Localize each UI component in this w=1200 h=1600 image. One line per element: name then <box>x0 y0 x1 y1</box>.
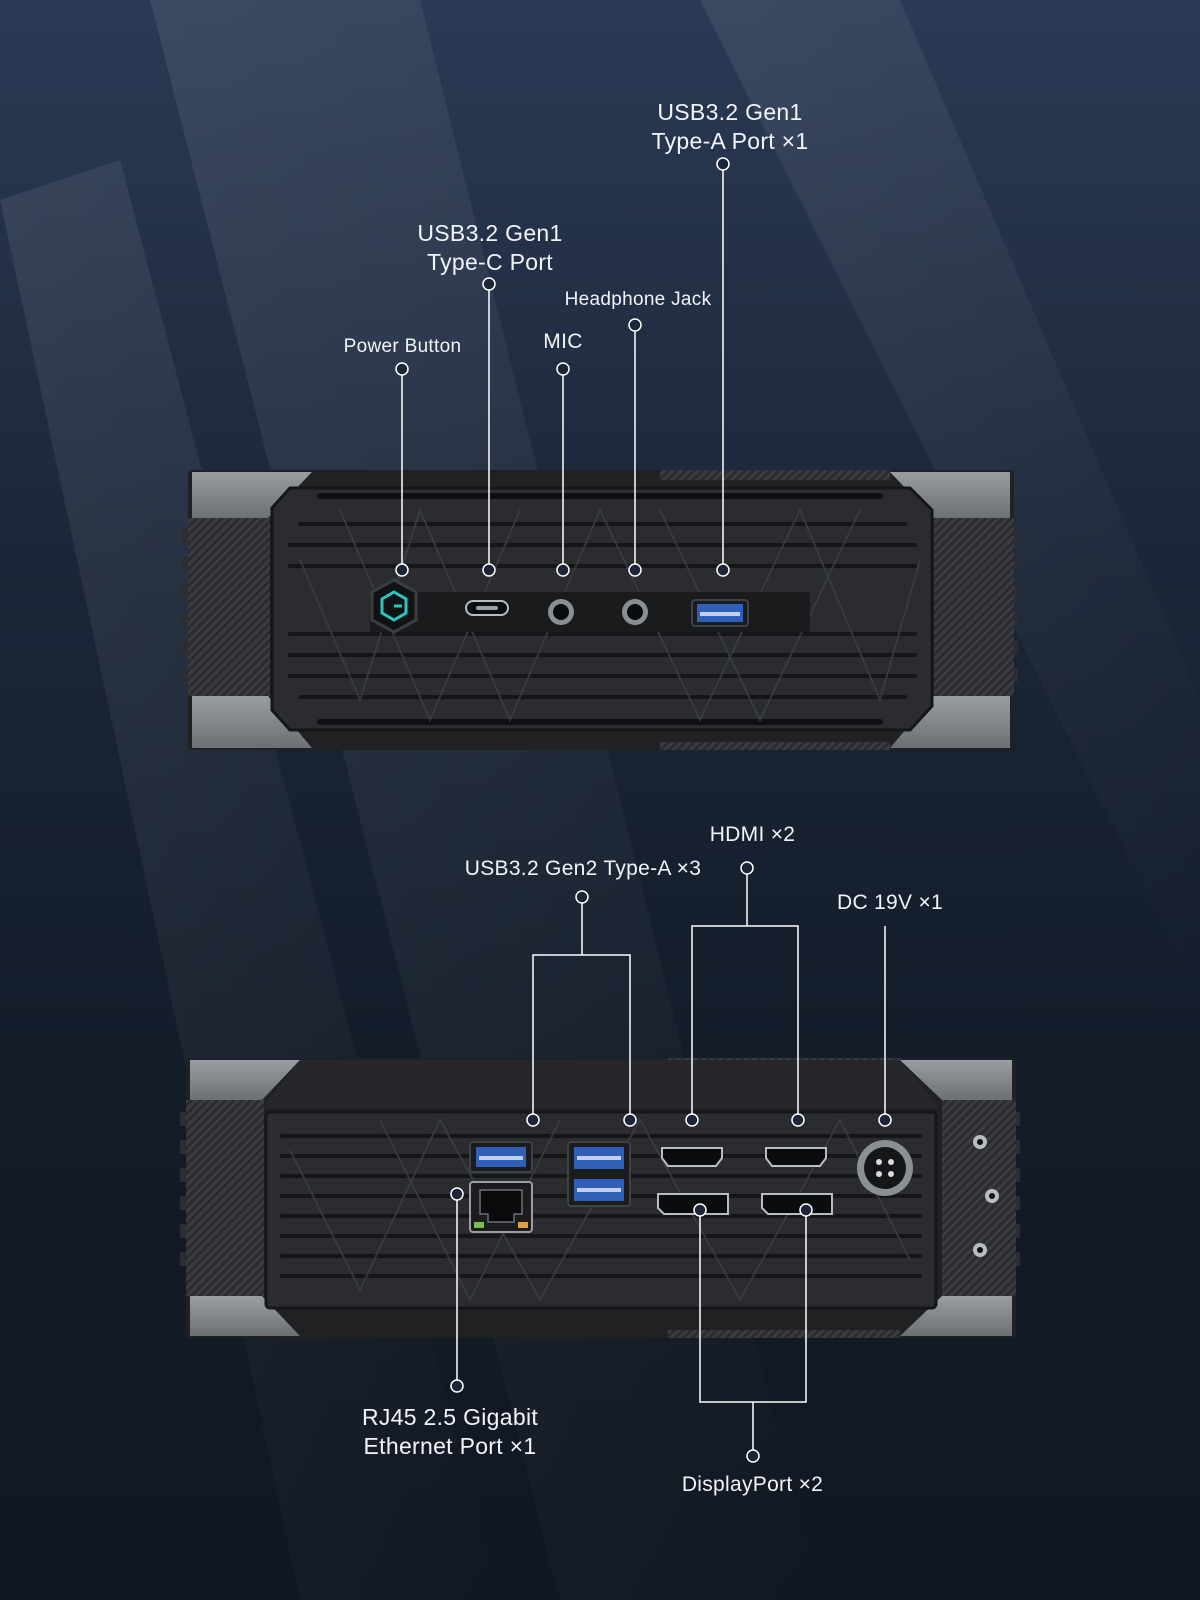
label-usb-gen2: USB3.2 Gen2 Type-A ×3 <box>445 856 721 882</box>
label-line-1: DisplayPort ×2 <box>681 1473 824 1496</box>
headphone-jack[interactable] <box>622 599 648 625</box>
dc-jack-icon <box>876 1159 894 1177</box>
dc-jack[interactable] <box>857 1140 913 1196</box>
displayport-2[interactable] <box>761 1193 833 1215</box>
usb-a-gen1-port[interactable] <box>691 599 749 627</box>
label-line-2: Ethernet Port ×1 <box>363 1432 537 1459</box>
audio-jack-icon <box>627 604 643 620</box>
label-line-1: HDMI ×2 <box>709 823 796 846</box>
rear-callout-dots <box>450 861 892 1463</box>
label-line-1: Headphone Jack <box>564 289 712 310</box>
usb-a-gen2-port-single[interactable] <box>469 1141 533 1173</box>
label-headphone-jack: Headphone Jack <box>548 288 728 312</box>
usb-c-port-icon <box>476 606 498 610</box>
label-dc: DC 19V ×1 <box>820 890 960 916</box>
hdmi-port-icon <box>661 1147 723 1167</box>
label-line-1: DC 19V ×1 <box>836 891 943 914</box>
rj45-port-icon <box>474 1189 528 1228</box>
label-line-1: USB3.2 Gen2 Type-A ×3 <box>464 857 702 880</box>
power-button[interactable] <box>370 578 418 634</box>
displayport-1[interactable] <box>657 1193 729 1215</box>
front-callout-lines <box>395 157 730 577</box>
label-line-2: Type-C Port <box>426 248 553 275</box>
label-usb-c-gen1: USB3.2 Gen1 Type-C Port <box>400 219 580 277</box>
rj45-port[interactable] <box>469 1181 533 1233</box>
label-rj45: RJ45 2.5 Gigabit Ethernet Port ×1 <box>330 1403 570 1461</box>
label-hdmi: HDMI ×2 <box>690 822 815 848</box>
label-line-2: Type-A Port ×1 <box>651 127 809 154</box>
mic-jack[interactable] <box>548 599 574 625</box>
label-line-1: USB3.2 Gen1 <box>657 99 803 125</box>
label-power-button: Power Button <box>320 335 485 359</box>
power-button-icon <box>380 590 408 622</box>
rear-callout-lines <box>456 868 886 1456</box>
front-chassis <box>182 470 1018 750</box>
label-usb-a-gen1: USB3.2 Gen1 Type-A Port ×1 <box>630 98 830 156</box>
label-mic: MIC <box>518 329 608 355</box>
label-line-1: Power Button <box>343 336 462 357</box>
hdmi-port-1[interactable] <box>661 1147 723 1167</box>
usb-c-port[interactable] <box>465 600 509 616</box>
displayport-icon <box>761 1193 833 1215</box>
label-line-1: MIC <box>543 330 583 353</box>
label-line-1: USB3.2 Gen1 <box>417 220 563 246</box>
audio-jack-icon <box>553 604 569 620</box>
hdmi-port-2[interactable] <box>765 1147 827 1167</box>
displayport-icon <box>657 1193 729 1215</box>
label-displayport: DisplayPort ×2 <box>660 1472 845 1498</box>
label-line-1: RJ45 2.5 Gigabit <box>361 1404 539 1430</box>
usb-a-gen2-port-stack[interactable] <box>567 1141 631 1207</box>
hdmi-port-icon <box>765 1147 827 1167</box>
